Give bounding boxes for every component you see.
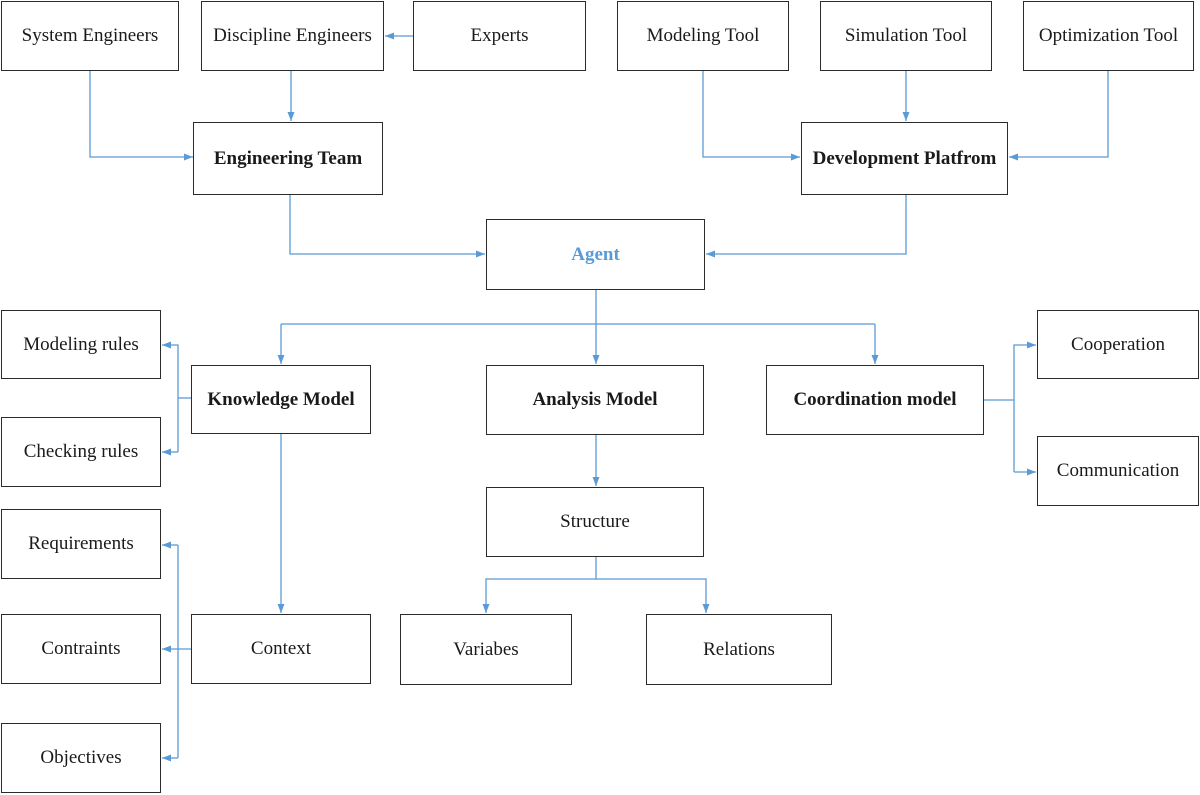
node-simulation-tool: Simulation Tool: [820, 1, 992, 71]
node-context: Context: [191, 614, 371, 684]
edge-development-platform-to-agent: [706, 195, 907, 258]
edge-coordination-to-cooperation: [1013, 341, 1036, 472]
node-objectives: Objectives: [1, 723, 161, 793]
edge-engineering-team-to-agent: [289, 195, 485, 258]
node-coordination-model: Coordination model: [766, 365, 984, 435]
node-modeling-rules: Modeling rules: [1, 310, 161, 379]
edge-system-engineers-to-engineering-team: [89, 71, 193, 161]
node-development-platform: Development Platfrom: [801, 122, 1008, 195]
node-discipline-engineers: Discipline Engineers: [201, 1, 384, 71]
node-engineering-team: Engineering Team: [193, 122, 383, 195]
edge-optimization-tool-to-development-platform: [1009, 71, 1109, 161]
node-requirements: Requirements: [1, 509, 161, 579]
node-relations: Relations: [646, 614, 832, 685]
node-checking-rules: Checking rules: [1, 417, 161, 487]
node-agent: Agent: [486, 219, 705, 290]
edge-modeling-tool-to-development-platform: [702, 71, 800, 161]
node-modeling-tool: Modeling Tool: [617, 1, 789, 71]
node-contraints: Contraints: [1, 614, 161, 684]
node-system-engineers: System Engineers: [1, 1, 179, 71]
edge-knowledge-model-to-modeling-rules: [162, 341, 179, 452]
node-knowledge-model: Knowledge Model: [191, 365, 371, 434]
edge-structure-bus: [482, 557, 597, 613]
node-experts: Experts: [413, 1, 586, 71]
node-optimization-tool: Optimization Tool: [1023, 1, 1194, 71]
node-variabes: Variabes: [400, 614, 572, 685]
edge-structure-to-relations: [596, 578, 710, 613]
node-analysis-model: Analysis Model: [486, 365, 704, 435]
node-cooperation: Cooperation: [1037, 310, 1199, 379]
node-structure: Structure: [486, 487, 704, 557]
node-communication: Communication: [1037, 436, 1199, 506]
